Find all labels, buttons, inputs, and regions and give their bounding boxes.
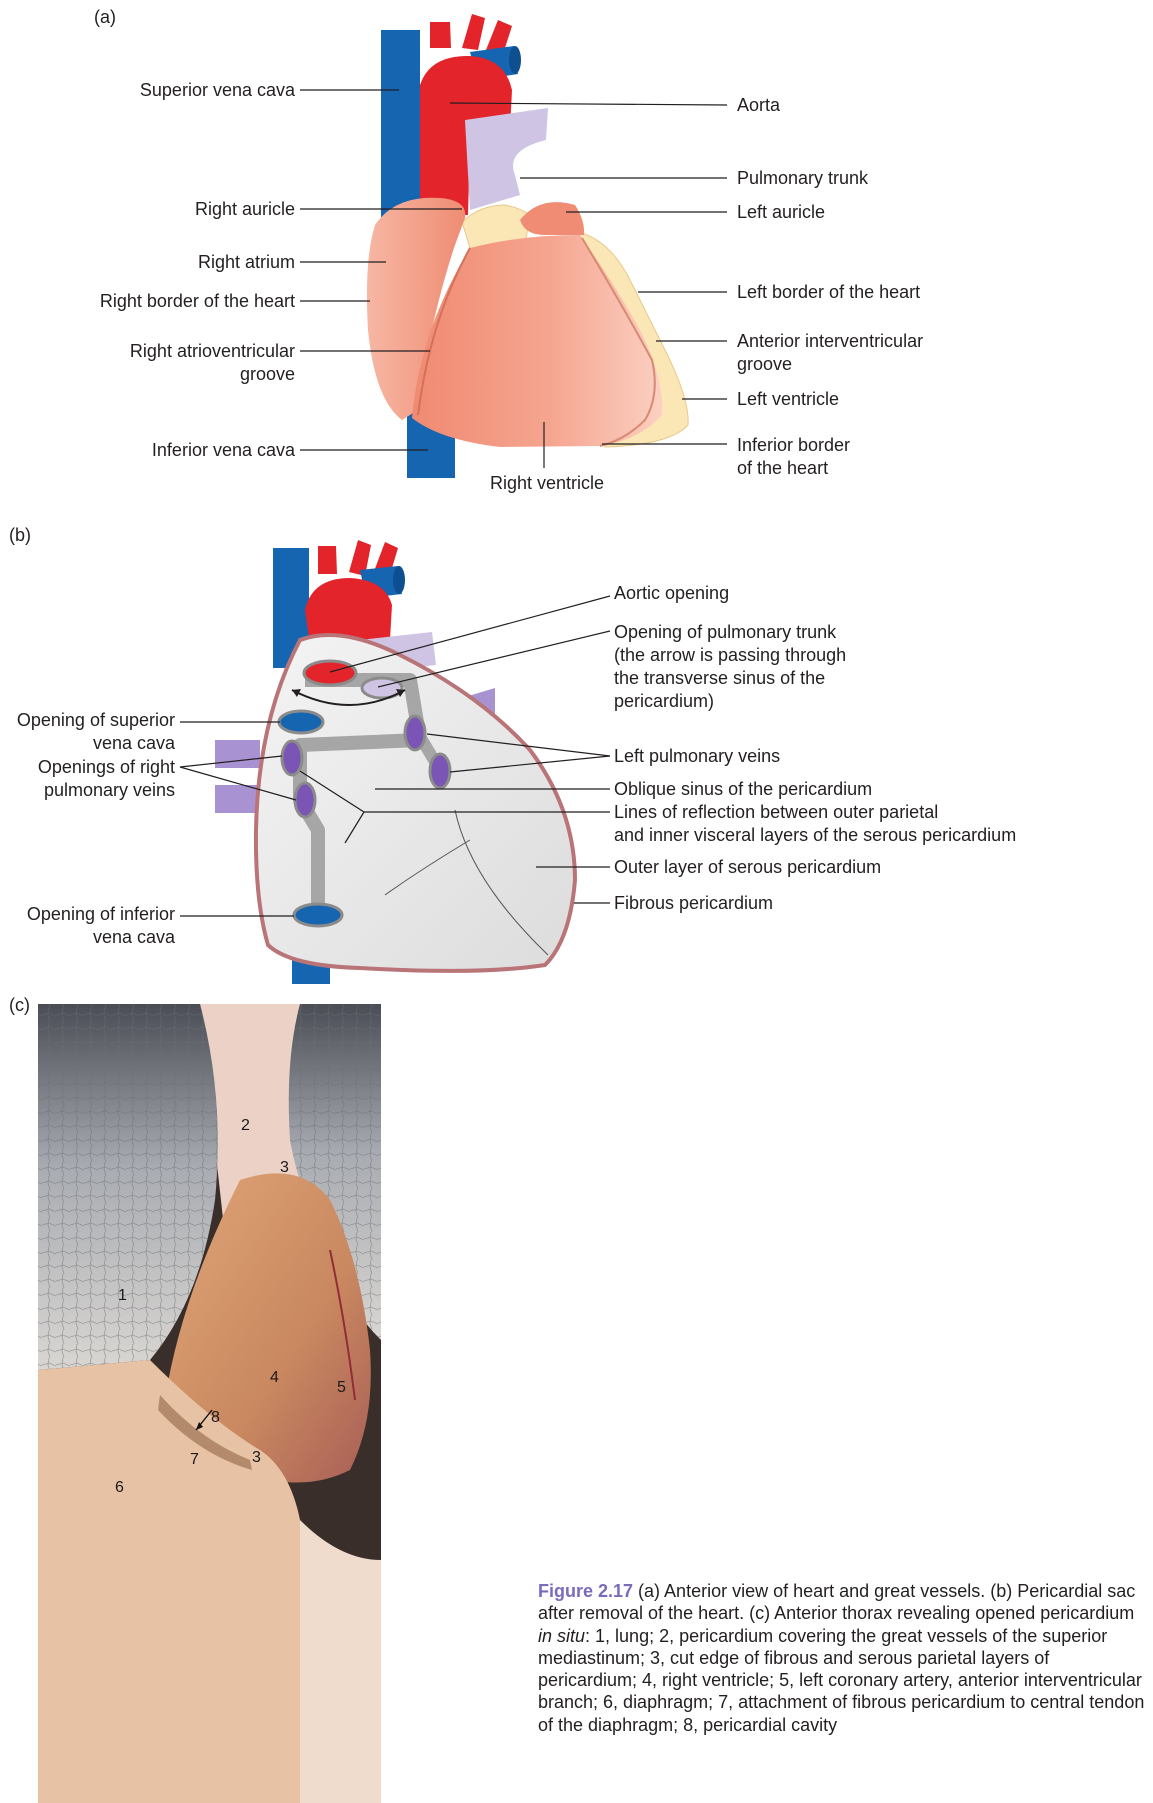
label-right-pv-openings: Openings of right bbox=[38, 757, 175, 777]
label-oblique-sinus: Oblique sinus of the pericardium bbox=[614, 779, 872, 799]
label-left-ventricle: Left ventricle bbox=[737, 389, 839, 409]
label-right-av-groove: Right atrioventricular bbox=[130, 341, 295, 361]
photo-number-6: 6 bbox=[115, 1479, 124, 1496]
lower-tissue bbox=[300, 1520, 381, 1803]
photo-number-3-bottom: 3 bbox=[252, 1449, 261, 1466]
panel-c-photograph bbox=[38, 1004, 381, 1803]
label-ivc-opening: Opening of inferior bbox=[27, 904, 175, 924]
label-reflection-2: and inner visceral layers of the serous … bbox=[614, 825, 1016, 845]
panel-a-label: (a) bbox=[94, 7, 116, 27]
caption-italic: in situ bbox=[538, 1626, 585, 1646]
label-svc-opening: Opening of superior bbox=[17, 710, 175, 730]
label-aortic-opening: Aortic opening bbox=[614, 583, 729, 603]
photo-number-3-top: 3 bbox=[280, 1159, 289, 1176]
label-inferior-vena-cava: Inferior vena cava bbox=[152, 440, 296, 460]
label-anterior-iv-groove-2: groove bbox=[737, 354, 792, 374]
caption-text-2: : 1, lung; 2, pericardium covering the g… bbox=[538, 1626, 1144, 1735]
left-pv-opening bbox=[430, 754, 450, 788]
aortic-branch-b bbox=[318, 546, 337, 574]
right-pv-opening bbox=[282, 741, 302, 775]
left-auricle-shape bbox=[520, 202, 584, 235]
label-superior-vena-cava: Superior vena cava bbox=[140, 80, 296, 100]
label-left-pv: Left pulmonary veins bbox=[614, 746, 780, 766]
figure-caption: Figure 2.17 (a) Anterior view of heart a… bbox=[538, 1580, 1150, 1736]
label-ivc-opening-2: vena cava bbox=[93, 927, 176, 947]
label-left-auricle: Left auricle bbox=[737, 202, 825, 222]
label-pulm-trunk-opening-4: pericardium) bbox=[614, 691, 714, 711]
label-svc-opening-2: vena cava bbox=[93, 733, 176, 753]
label-right-atrium: Right atrium bbox=[198, 252, 295, 272]
panel-b-label: (b) bbox=[9, 525, 31, 545]
panel-a-heart-illustration bbox=[367, 14, 688, 478]
left-pv-opening bbox=[405, 716, 425, 750]
left-pulmonary-vessel-end bbox=[509, 46, 521, 74]
label-fibrous: Fibrous pericardium bbox=[614, 893, 773, 913]
svc-opening bbox=[279, 711, 323, 733]
panel-c-label: (c) bbox=[9, 995, 30, 1015]
aortic-branch bbox=[462, 14, 485, 50]
pulmonary-trunk-vessel bbox=[465, 108, 548, 210]
label-inferior-border: Inferior border bbox=[737, 435, 850, 455]
photo-number-2: 2 bbox=[241, 1117, 250, 1134]
photo-number-8: 8 bbox=[211, 1409, 220, 1426]
label-anterior-iv-groove: Anterior interventricular bbox=[737, 331, 923, 351]
panel-b-pericardium-illustration bbox=[215, 540, 575, 984]
ventricles-shape bbox=[412, 235, 662, 447]
photo-number-5: 5 bbox=[337, 1379, 346, 1396]
label-outer-serous: Outer layer of serous pericardium bbox=[614, 857, 881, 877]
label-pulmonary-trunk: Pulmonary trunk bbox=[737, 168, 869, 188]
photo-number-7: 7 bbox=[190, 1451, 199, 1468]
label-pulm-trunk-opening-3: the transverse sinus of the bbox=[614, 668, 825, 688]
label-left-border: Left border of the heart bbox=[737, 282, 920, 302]
right-pv-opening bbox=[295, 783, 315, 817]
label-right-border: Right border of the heart bbox=[100, 291, 295, 311]
label-right-pv-openings-2: pulmonary veins bbox=[44, 780, 175, 800]
right-pulmonary-band bbox=[215, 740, 260, 768]
label-pulm-trunk-opening: Opening of pulmonary trunk bbox=[614, 622, 837, 642]
vessel-end-b bbox=[393, 566, 405, 594]
label-right-auricle: Right auricle bbox=[195, 199, 295, 219]
aortic-branch bbox=[430, 22, 451, 48]
photo-number-4: 4 bbox=[270, 1369, 279, 1386]
figure-number: Figure 2.17 bbox=[538, 1581, 633, 1601]
aortic-opening bbox=[304, 661, 356, 685]
label-reflection: Lines of reflection between outer pariet… bbox=[614, 802, 938, 822]
label-aorta: Aorta bbox=[737, 95, 781, 115]
label-inferior-border-2: of the heart bbox=[737, 458, 828, 478]
ivc-opening bbox=[294, 904, 342, 926]
photo-number-1: 1 bbox=[118, 1287, 127, 1304]
label-right-ventricle: Right ventricle bbox=[490, 473, 604, 493]
label-pulm-trunk-opening-2: (the arrow is passing through bbox=[614, 645, 846, 665]
right-pulmonary-band bbox=[215, 785, 260, 813]
label-right-av-groove-2: groove bbox=[240, 364, 295, 384]
